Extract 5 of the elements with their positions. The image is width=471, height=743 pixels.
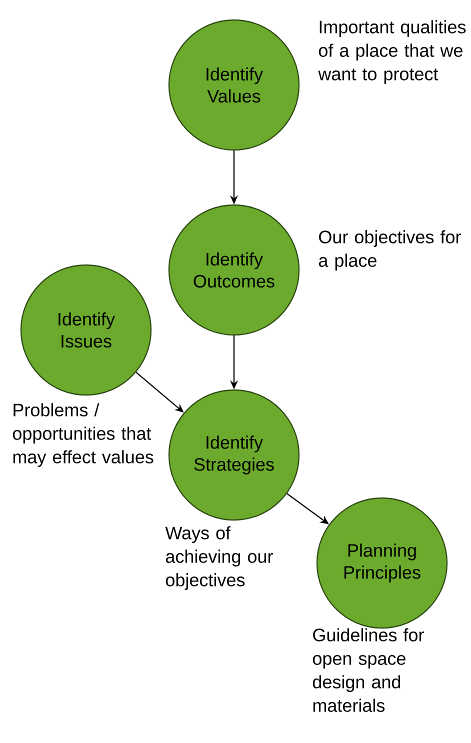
description-text: Guidelines for open space design and materials (312, 628, 424, 712)
description-text: Our objectives for a place (318, 230, 461, 270)
description-text: Ways of achieving our objectives (165, 526, 273, 590)
description-text: Problems / opportunities that may effect values (12, 403, 154, 467)
description-text: Important qualities of a place that we want to protect (318, 20, 466, 84)
